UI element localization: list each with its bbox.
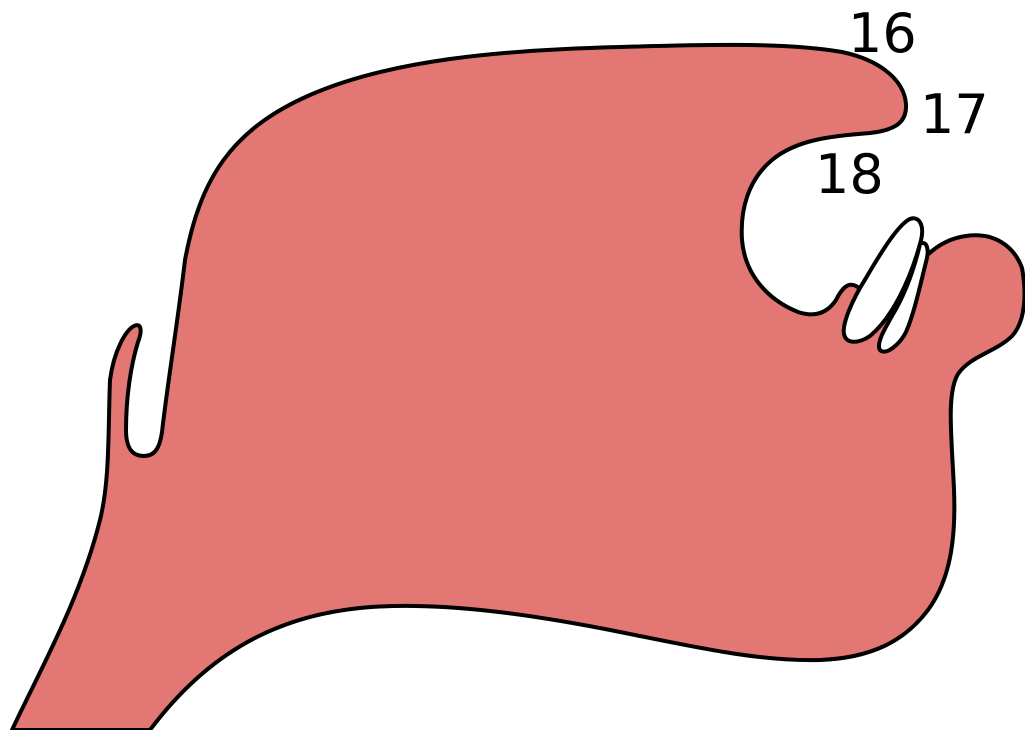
label-16: 16: [848, 2, 917, 65]
label-17: 17: [920, 83, 989, 146]
label-18: 18: [815, 143, 884, 206]
